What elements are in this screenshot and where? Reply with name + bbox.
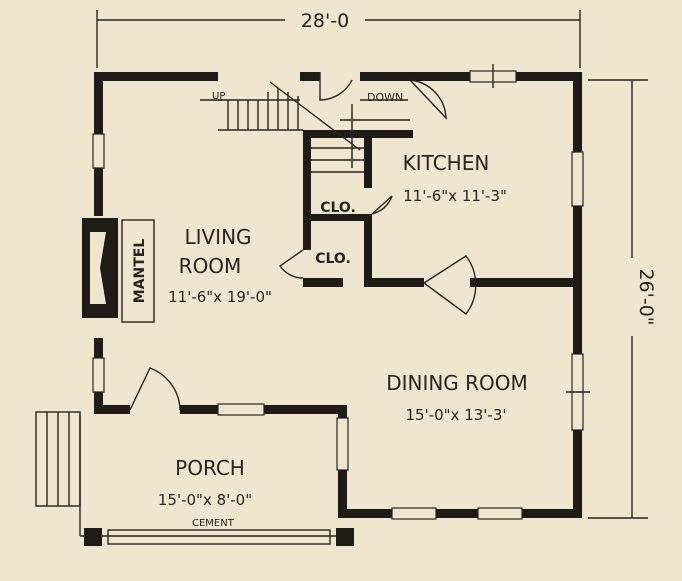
mantel-label: MANTEL (132, 239, 148, 304)
porch-column-left (84, 528, 102, 546)
fireplace: MANTEL (82, 218, 155, 323)
kitchen-size: 11'-6"x 11'-3" (403, 187, 507, 205)
porch-steps (35, 411, 346, 545)
depth-dimension: 26'-0" (588, 79, 657, 519)
stairs (200, 81, 410, 173)
dining-room-title: DINING ROOM (386, 371, 528, 395)
dining-room-size: 15'-0"x 13'-3' (405, 406, 506, 424)
depth-label: 26'-0" (635, 268, 657, 325)
living-room-title-line2: ROOM (179, 254, 242, 278)
stair-down-label: DOWN (367, 91, 403, 104)
porch-title: PORCH (175, 456, 245, 480)
windows (92, 64, 590, 520)
porch-size: 15'-0"x 8'-0" (158, 491, 252, 509)
living-room-title-line1: LIVING (184, 225, 251, 249)
kitchen-title: KITCHEN (403, 151, 490, 175)
porch-material: CEMENT (192, 518, 235, 529)
closet-label-2: CLO. (315, 251, 351, 267)
width-dimension: 28'-0 (96, 8, 581, 68)
closet-label-1: CLO. (320, 200, 356, 216)
door-swings (129, 72, 477, 411)
stair-up-label: UP (212, 91, 225, 102)
width-label: 28'-0 (301, 10, 349, 32)
living-room-size: 11'-6"x 19'-0" (168, 288, 272, 306)
walls (94, 72, 582, 518)
porch-column-right (336, 528, 354, 546)
